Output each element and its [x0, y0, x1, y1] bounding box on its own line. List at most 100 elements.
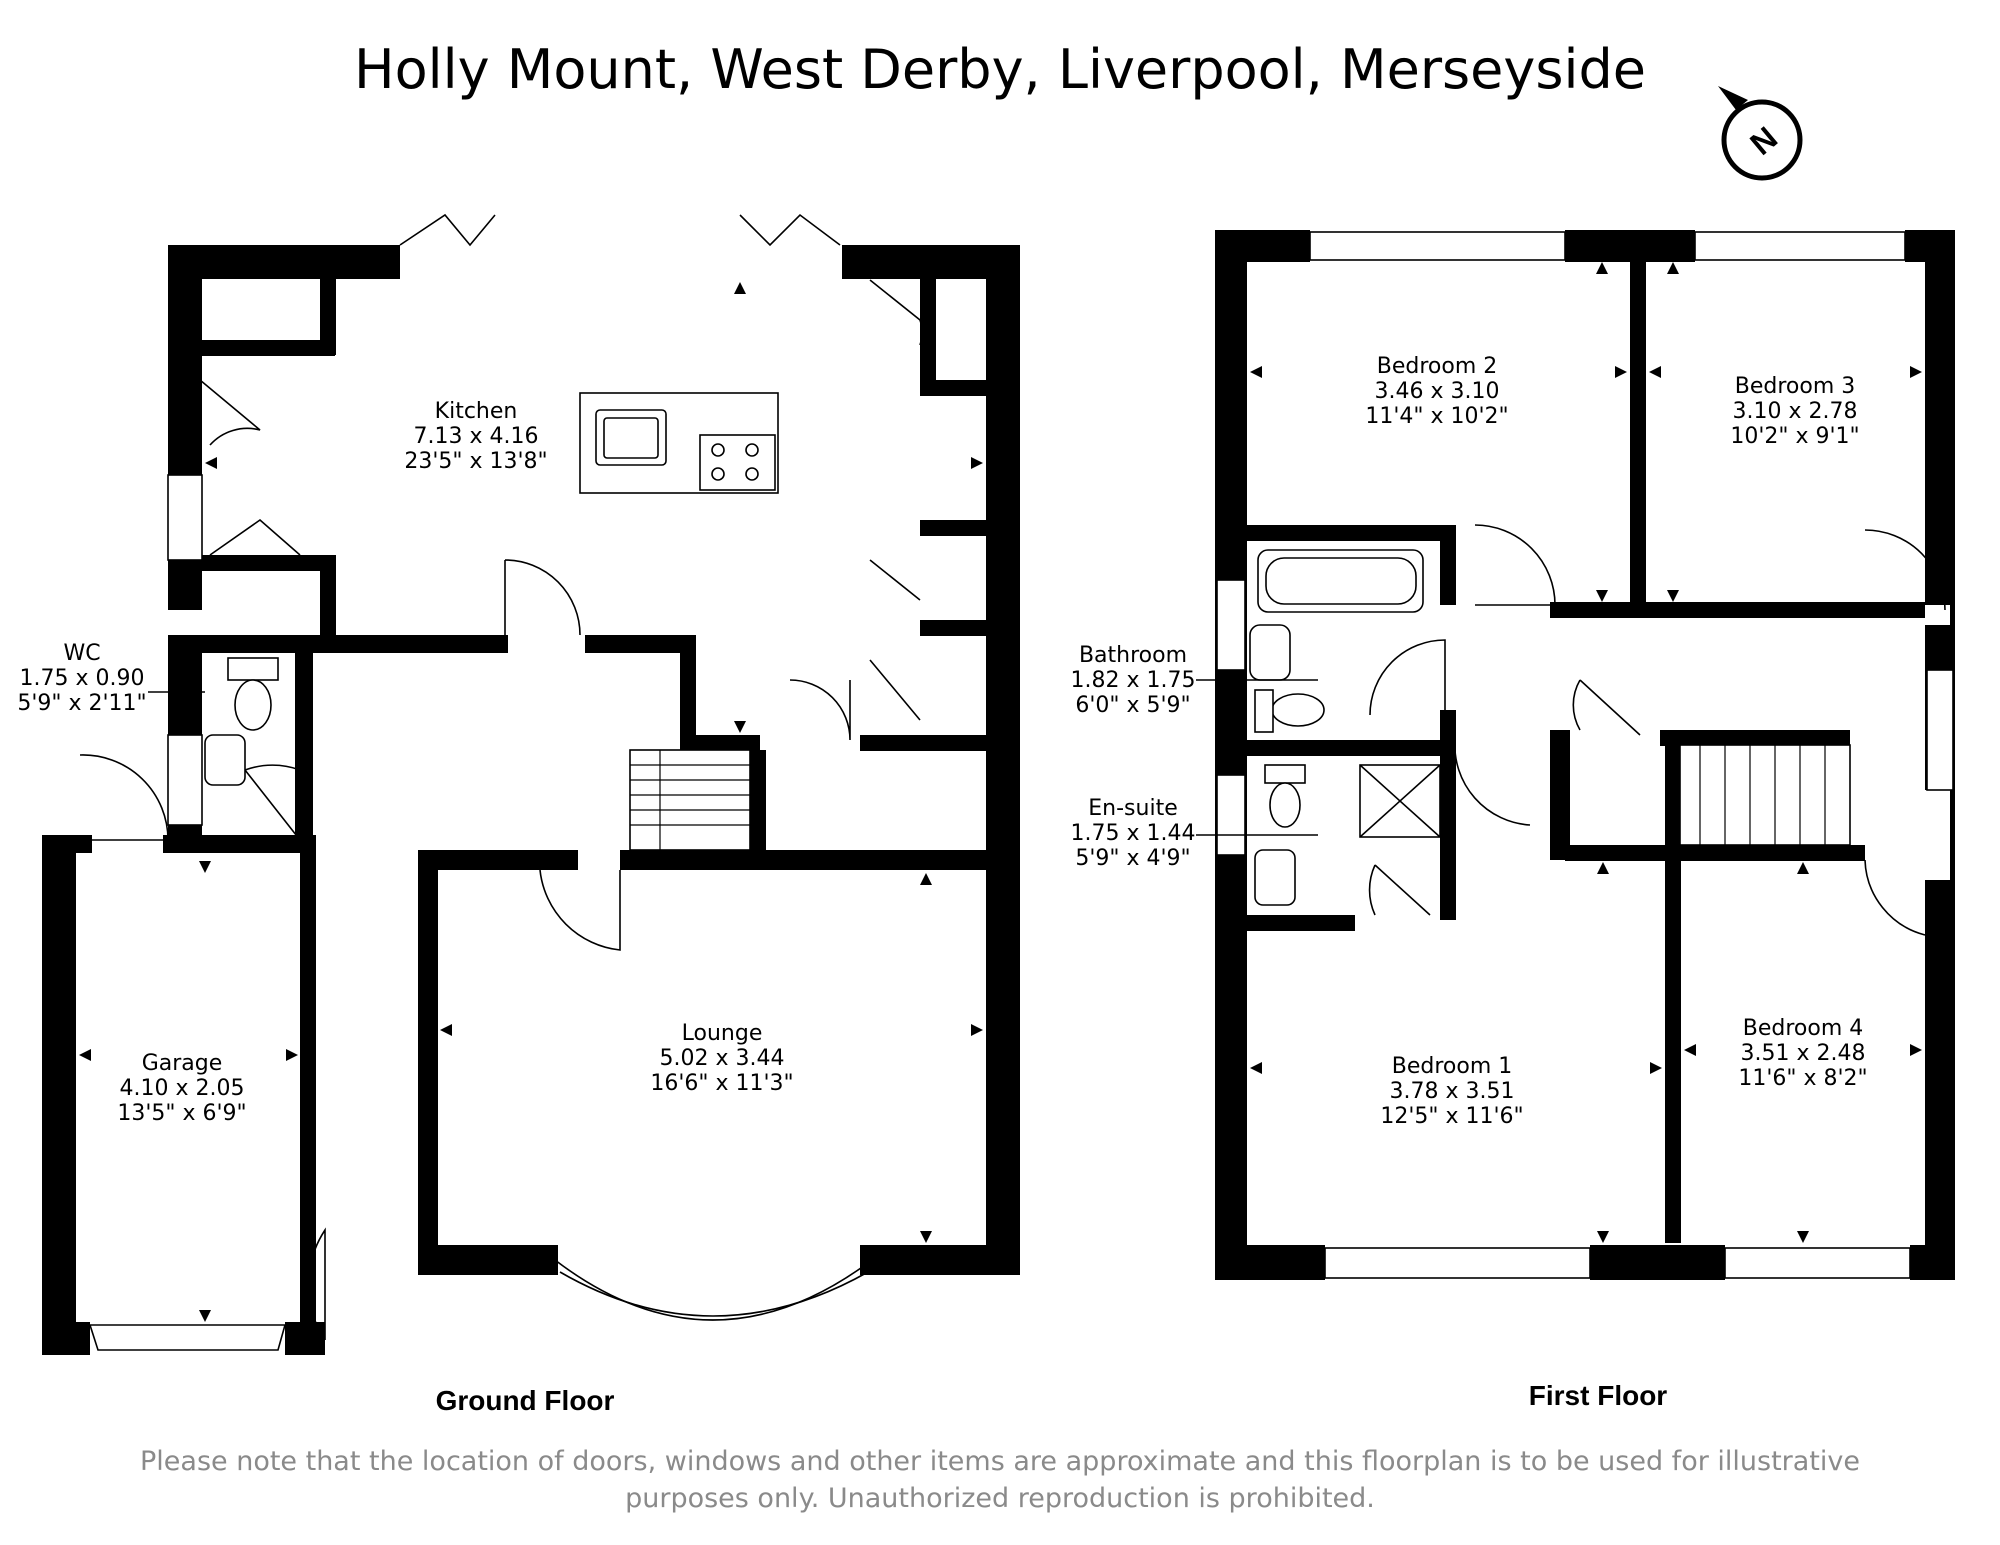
- room-imperial: 11'6" x 8'2": [1738, 1066, 1867, 1091]
- room-metric: 4.10 x 2.05: [120, 1076, 245, 1101]
- room-name: Bedroom 4: [1743, 1016, 1864, 1041]
- room-name: Bedroom 1: [1392, 1054, 1513, 1079]
- room-imperial: 13'5" x 6'9": [117, 1101, 246, 1126]
- dimension-marker: [199, 861, 211, 873]
- dimension-marker: [734, 282, 746, 294]
- cistern-icon: [1264, 764, 1306, 784]
- wall: [1550, 730, 1570, 860]
- dimension-marker: [1649, 366, 1661, 378]
- room-name: En-suite: [1088, 796, 1177, 821]
- wall: [1925, 880, 1955, 1280]
- dimension-marker: [1250, 366, 1262, 378]
- window: [167, 734, 203, 826]
- room-metric: 3.51 x 2.48: [1741, 1041, 1866, 1066]
- floor-label-first: First Floor: [1529, 1380, 1668, 1411]
- room-metric: 5.02 x 3.44: [660, 1046, 785, 1071]
- room-metric: 1.82 x 1.75: [1071, 668, 1196, 693]
- wall: [1590, 1245, 1725, 1280]
- wall: [1440, 710, 1456, 920]
- room-metric: 1.75 x 1.44: [1071, 821, 1196, 846]
- dimension-marker: [1910, 1044, 1922, 1056]
- cupboard-door: [869, 559, 921, 721]
- room-name: WC: [63, 641, 100, 666]
- room-label-bedroom2: Bedroom 2 3.46 x 3.10 11'4" x 10'2": [1365, 354, 1508, 429]
- wall: [300, 835, 316, 1355]
- bay-window-inner: [559, 1271, 869, 1317]
- room-imperial: 16'6" x 11'3": [650, 1071, 793, 1096]
- wall: [1215, 525, 1455, 541]
- room-label-wc: WC 1.75 x 0.90 5'9" x 2'11": [17, 641, 205, 716]
- room-name: Bathroom: [1079, 643, 1187, 668]
- dimension-marker: [1910, 366, 1922, 378]
- cupboard-door: [209, 518, 301, 556]
- wall: [1665, 738, 1681, 1243]
- room-name: Garage: [142, 1051, 223, 1076]
- door-swing: [789, 679, 851, 741]
- room-label-kitchen: Kitchen 7.13 x 4.16 23'5" x 13'8": [404, 399, 547, 474]
- dimension-marker: [1650, 1062, 1662, 1074]
- disclaimer-line-1: Please note that the location of doors, …: [140, 1446, 1860, 1477]
- wall: [320, 245, 336, 355]
- room-imperial: 23'5" x 13'8": [404, 449, 547, 474]
- wall: [625, 850, 637, 870]
- door-swing: [79, 754, 169, 841]
- toilet-icon: [1269, 782, 1301, 828]
- door-swing: [539, 869, 621, 951]
- wall: [750, 750, 766, 850]
- wall: [418, 1245, 558, 1275]
- room-name: Lounge: [682, 1021, 763, 1046]
- french-door: [399, 213, 496, 247]
- stairs-ground: [629, 749, 751, 851]
- dimension-marker: [1684, 1044, 1696, 1056]
- wall: [680, 735, 760, 751]
- floor-label-ground: Ground Floor: [436, 1385, 615, 1416]
- page-title: Holly Mount, West Derby, Liverpool, Mers…: [354, 38, 1646, 101]
- dimension-marker: [1797, 862, 1809, 874]
- wall: [418, 850, 578, 870]
- ensuite-fixtures: [1254, 764, 1441, 906]
- dimension-marker: [971, 1024, 983, 1036]
- room-imperial: 10'2" x 9'1": [1730, 424, 1859, 449]
- wall: [168, 635, 508, 653]
- wall: [285, 1322, 325, 1355]
- dimension-marker: [1596, 590, 1608, 602]
- hob-icon: [699, 434, 776, 491]
- door-swing: [1572, 679, 1641, 736]
- cistern-icon: [1254, 689, 1274, 733]
- window: [167, 474, 203, 561]
- dimension-marker: [79, 1049, 91, 1061]
- dimension-marker: [1597, 862, 1609, 874]
- dimension-marker: [734, 721, 746, 733]
- wall: [920, 380, 990, 396]
- room-label-bedroom1: Bedroom 1 3.78 x 3.51 12'5" x 11'6": [1380, 1054, 1523, 1129]
- room-label-bathroom: Bathroom 1.82 x 1.75 6'0" x 5'9": [1071, 643, 1318, 718]
- compass-label: N: [1743, 120, 1784, 162]
- wall: [986, 245, 1020, 1275]
- room-metric: 7.13 x 4.16: [414, 424, 539, 449]
- room-label-bedroom3: Bedroom 3 3.10 x 2.78 10'2" x 9'1": [1730, 374, 1859, 449]
- cupboard-door: [199, 379, 261, 446]
- window: [1309, 231, 1566, 261]
- wall: [1215, 1245, 1325, 1280]
- dimension-marker: [205, 457, 217, 469]
- dimension-marker: [920, 1231, 932, 1243]
- room-name: Bedroom 2: [1377, 354, 1498, 379]
- bay-window: [554, 1259, 873, 1321]
- stairs-first: [1679, 744, 1851, 846]
- window: [1694, 231, 1906, 261]
- cupboard-door: [869, 279, 923, 346]
- room-metric: 3.46 x 3.10: [1375, 379, 1500, 404]
- room-name: Kitchen: [435, 399, 518, 424]
- wall: [1550, 602, 1925, 618]
- wall: [200, 340, 335, 356]
- compass-icon: N: [1718, 86, 1803, 181]
- dimension-marker: [1250, 1062, 1262, 1074]
- wall: [1925, 230, 1955, 605]
- dimension-marker: [971, 457, 983, 469]
- dimension-marker: [920, 873, 932, 885]
- wall: [620, 850, 1020, 870]
- door-swing: [244, 764, 301, 841]
- wall: [860, 1245, 1020, 1275]
- dimension-marker: [1597, 1231, 1609, 1243]
